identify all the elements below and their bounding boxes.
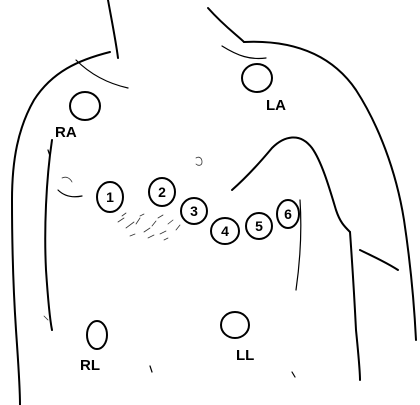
torso-outline xyxy=(12,0,416,405)
label-v3: 3 xyxy=(190,203,198,219)
label-v4: 4 xyxy=(221,223,229,239)
neck-right-line xyxy=(208,8,244,42)
right-nipple-sketch xyxy=(62,177,72,182)
label-v2: 2 xyxy=(158,184,166,200)
electrode-ra xyxy=(70,92,100,120)
label-v5: 5 xyxy=(255,218,263,234)
sketch-mark-waist xyxy=(44,316,48,320)
electrode-ll xyxy=(221,312,249,338)
left-nipple-sketch xyxy=(196,157,202,165)
label-ll: LL xyxy=(236,347,254,364)
electrode-la xyxy=(242,64,272,92)
right-clavicle-line xyxy=(76,60,128,88)
neck-left-line xyxy=(108,0,118,58)
left-clavicle-line xyxy=(222,46,266,59)
label-ra: RA xyxy=(55,124,77,141)
sketch-mark-abdomen xyxy=(150,366,152,372)
chest-hair-sketch xyxy=(118,213,180,240)
label-rl: RL xyxy=(80,357,100,374)
label-la: LA xyxy=(266,97,286,114)
label-v6: 6 xyxy=(284,206,292,222)
left-flank-line xyxy=(360,250,398,270)
label-v1: 1 xyxy=(106,189,114,205)
sketch-mark-lower-right xyxy=(292,372,295,377)
right-arm-inner-line xyxy=(45,140,52,330)
chest-leads: 1 2 3 4 5 6 xyxy=(97,178,299,244)
right-pectoral-line xyxy=(58,190,82,197)
electrode-rl xyxy=(87,321,107,349)
left-arm-inner-line xyxy=(350,232,360,380)
